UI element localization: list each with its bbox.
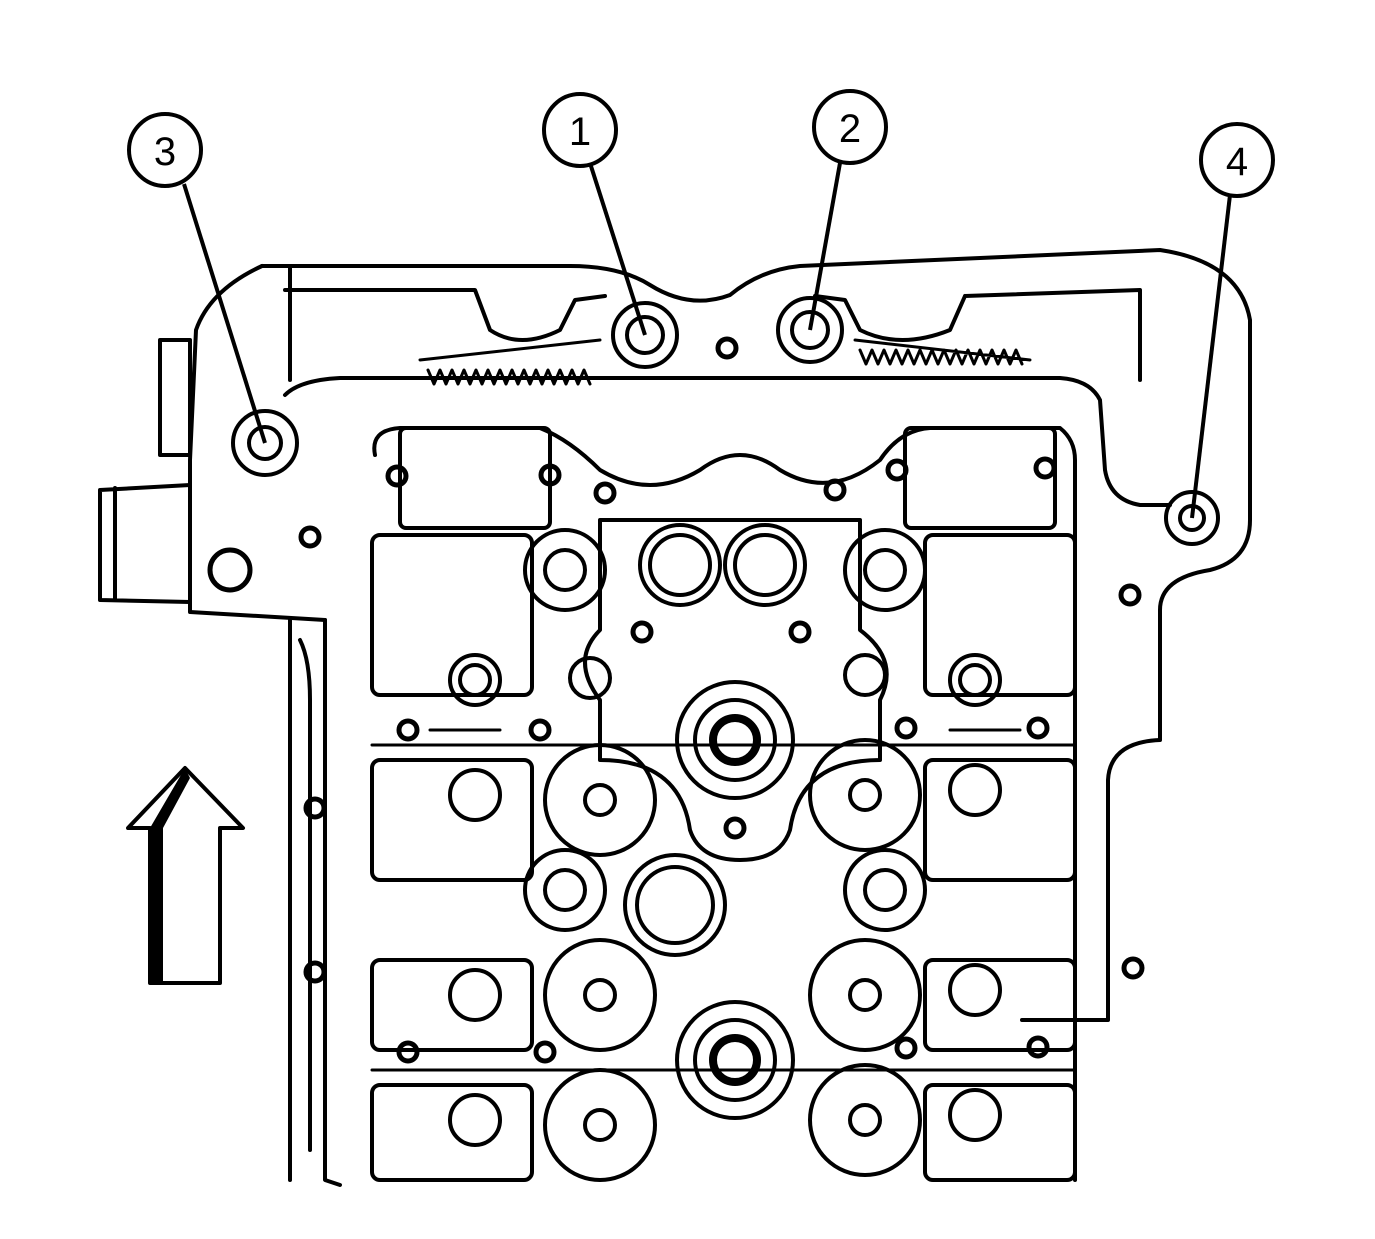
cylinder-head-drawing	[98, 248, 1252, 1187]
callout-label-4: 4	[1226, 140, 1248, 184]
arrow-up-icon	[126, 766, 245, 985]
upper-bores	[523, 523, 927, 957]
spark-plug-bores	[675, 680, 795, 1120]
callout-3: 3	[127, 112, 203, 188]
callout-leaders	[182, 162, 1232, 519]
callout-4: 4	[1199, 122, 1275, 198]
coolant-pipe	[98, 483, 192, 604]
cover-top-rib	[283, 264, 1142, 382]
chain-guide-left	[418, 338, 602, 386]
cover-inner-rim	[283, 376, 1172, 507]
cam-rails	[370, 728, 1077, 1072]
center-plate	[583, 518, 889, 862]
callout-2: 2	[812, 89, 888, 165]
cam-cap-bosses	[448, 653, 1002, 1182]
cam-journals	[370, 426, 1077, 1182]
chain-guide-right	[853, 338, 1032, 366]
small-bolt-holes	[207, 336, 1145, 1064]
callout-1: 1	[542, 92, 618, 168]
callout-bolts	[231, 296, 1220, 546]
cover-left-outline	[188, 264, 327, 642]
head-left-rail	[288, 618, 312, 1182]
left-boss	[158, 338, 192, 457]
front-cover-outline	[260, 248, 1252, 1022]
callout-label-2: 2	[839, 107, 861, 151]
callout-label-1: 1	[569, 110, 591, 154]
callout-label-3: 3	[154, 130, 176, 174]
